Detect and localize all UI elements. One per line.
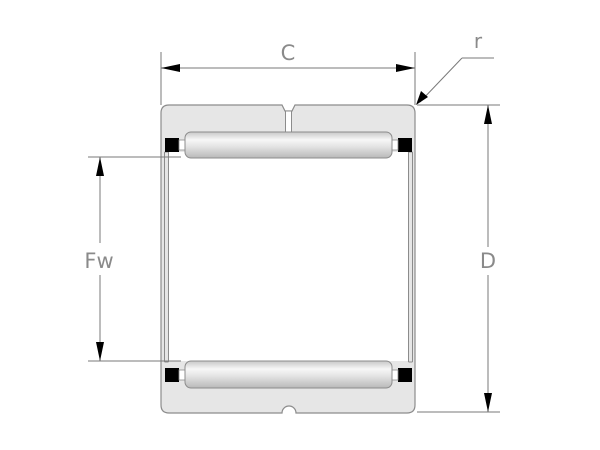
label-d: D [480,249,496,273]
dimension-r [416,57,494,105]
seals [165,138,412,382]
label-r: r [474,29,483,53]
dimension-d [417,104,500,413]
seal-bottom-left [165,368,179,382]
seal-top-left [165,138,179,152]
seal-top-right [398,138,412,152]
dimension-fw [88,156,181,362]
roller-top [184,131,393,159]
label-fw: Fw [84,249,113,273]
label-c: C [281,41,296,65]
seal-bottom-right [398,368,412,382]
outer-shell [160,104,416,414]
dimension-c [160,52,416,105]
roller-bottom [184,360,393,389]
